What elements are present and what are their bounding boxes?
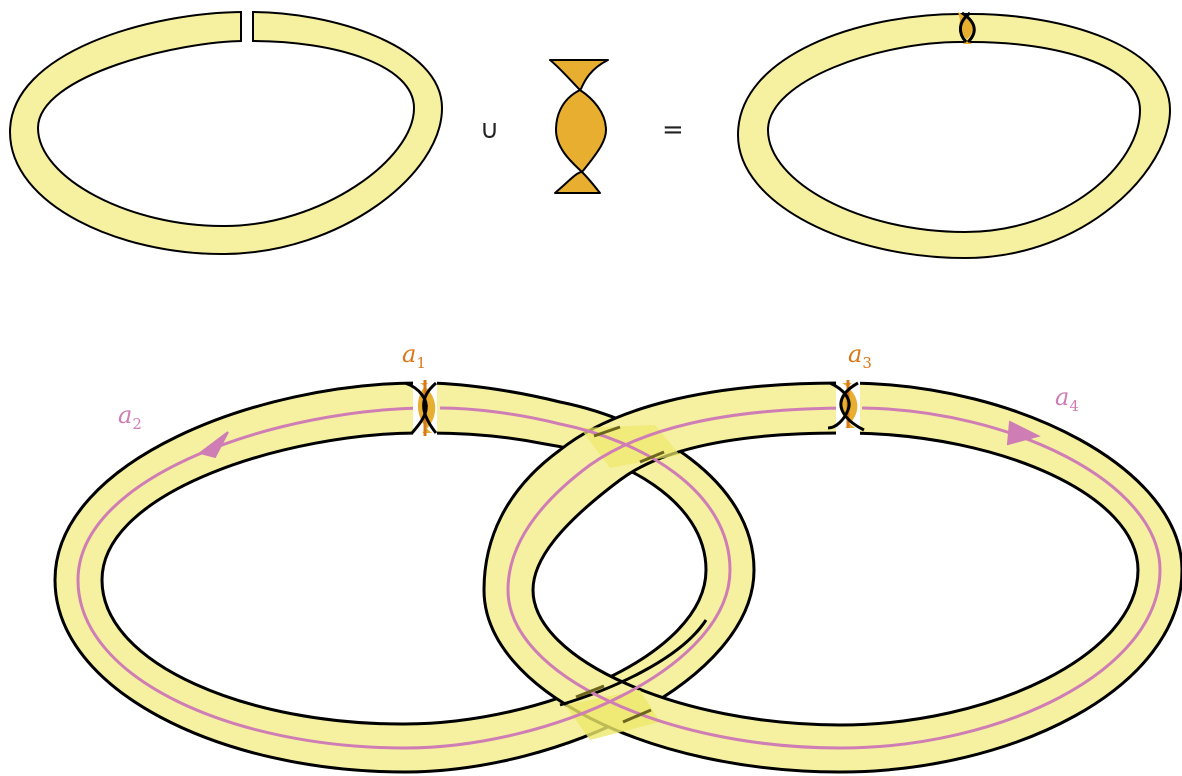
label-a3: a3 <box>848 340 872 372</box>
label-a2: a2 <box>118 401 142 433</box>
cut-band <box>10 9 442 254</box>
linked-bands <box>55 380 1182 772</box>
twisted-band <box>738 12 1170 258</box>
twisted-strip <box>550 60 608 193</box>
equals-symbol: = <box>662 115 684 145</box>
label-a1: a1 <box>402 340 426 372</box>
union-symbol: ∪ <box>480 115 499 145</box>
label-a4: a4 <box>1055 383 1079 415</box>
